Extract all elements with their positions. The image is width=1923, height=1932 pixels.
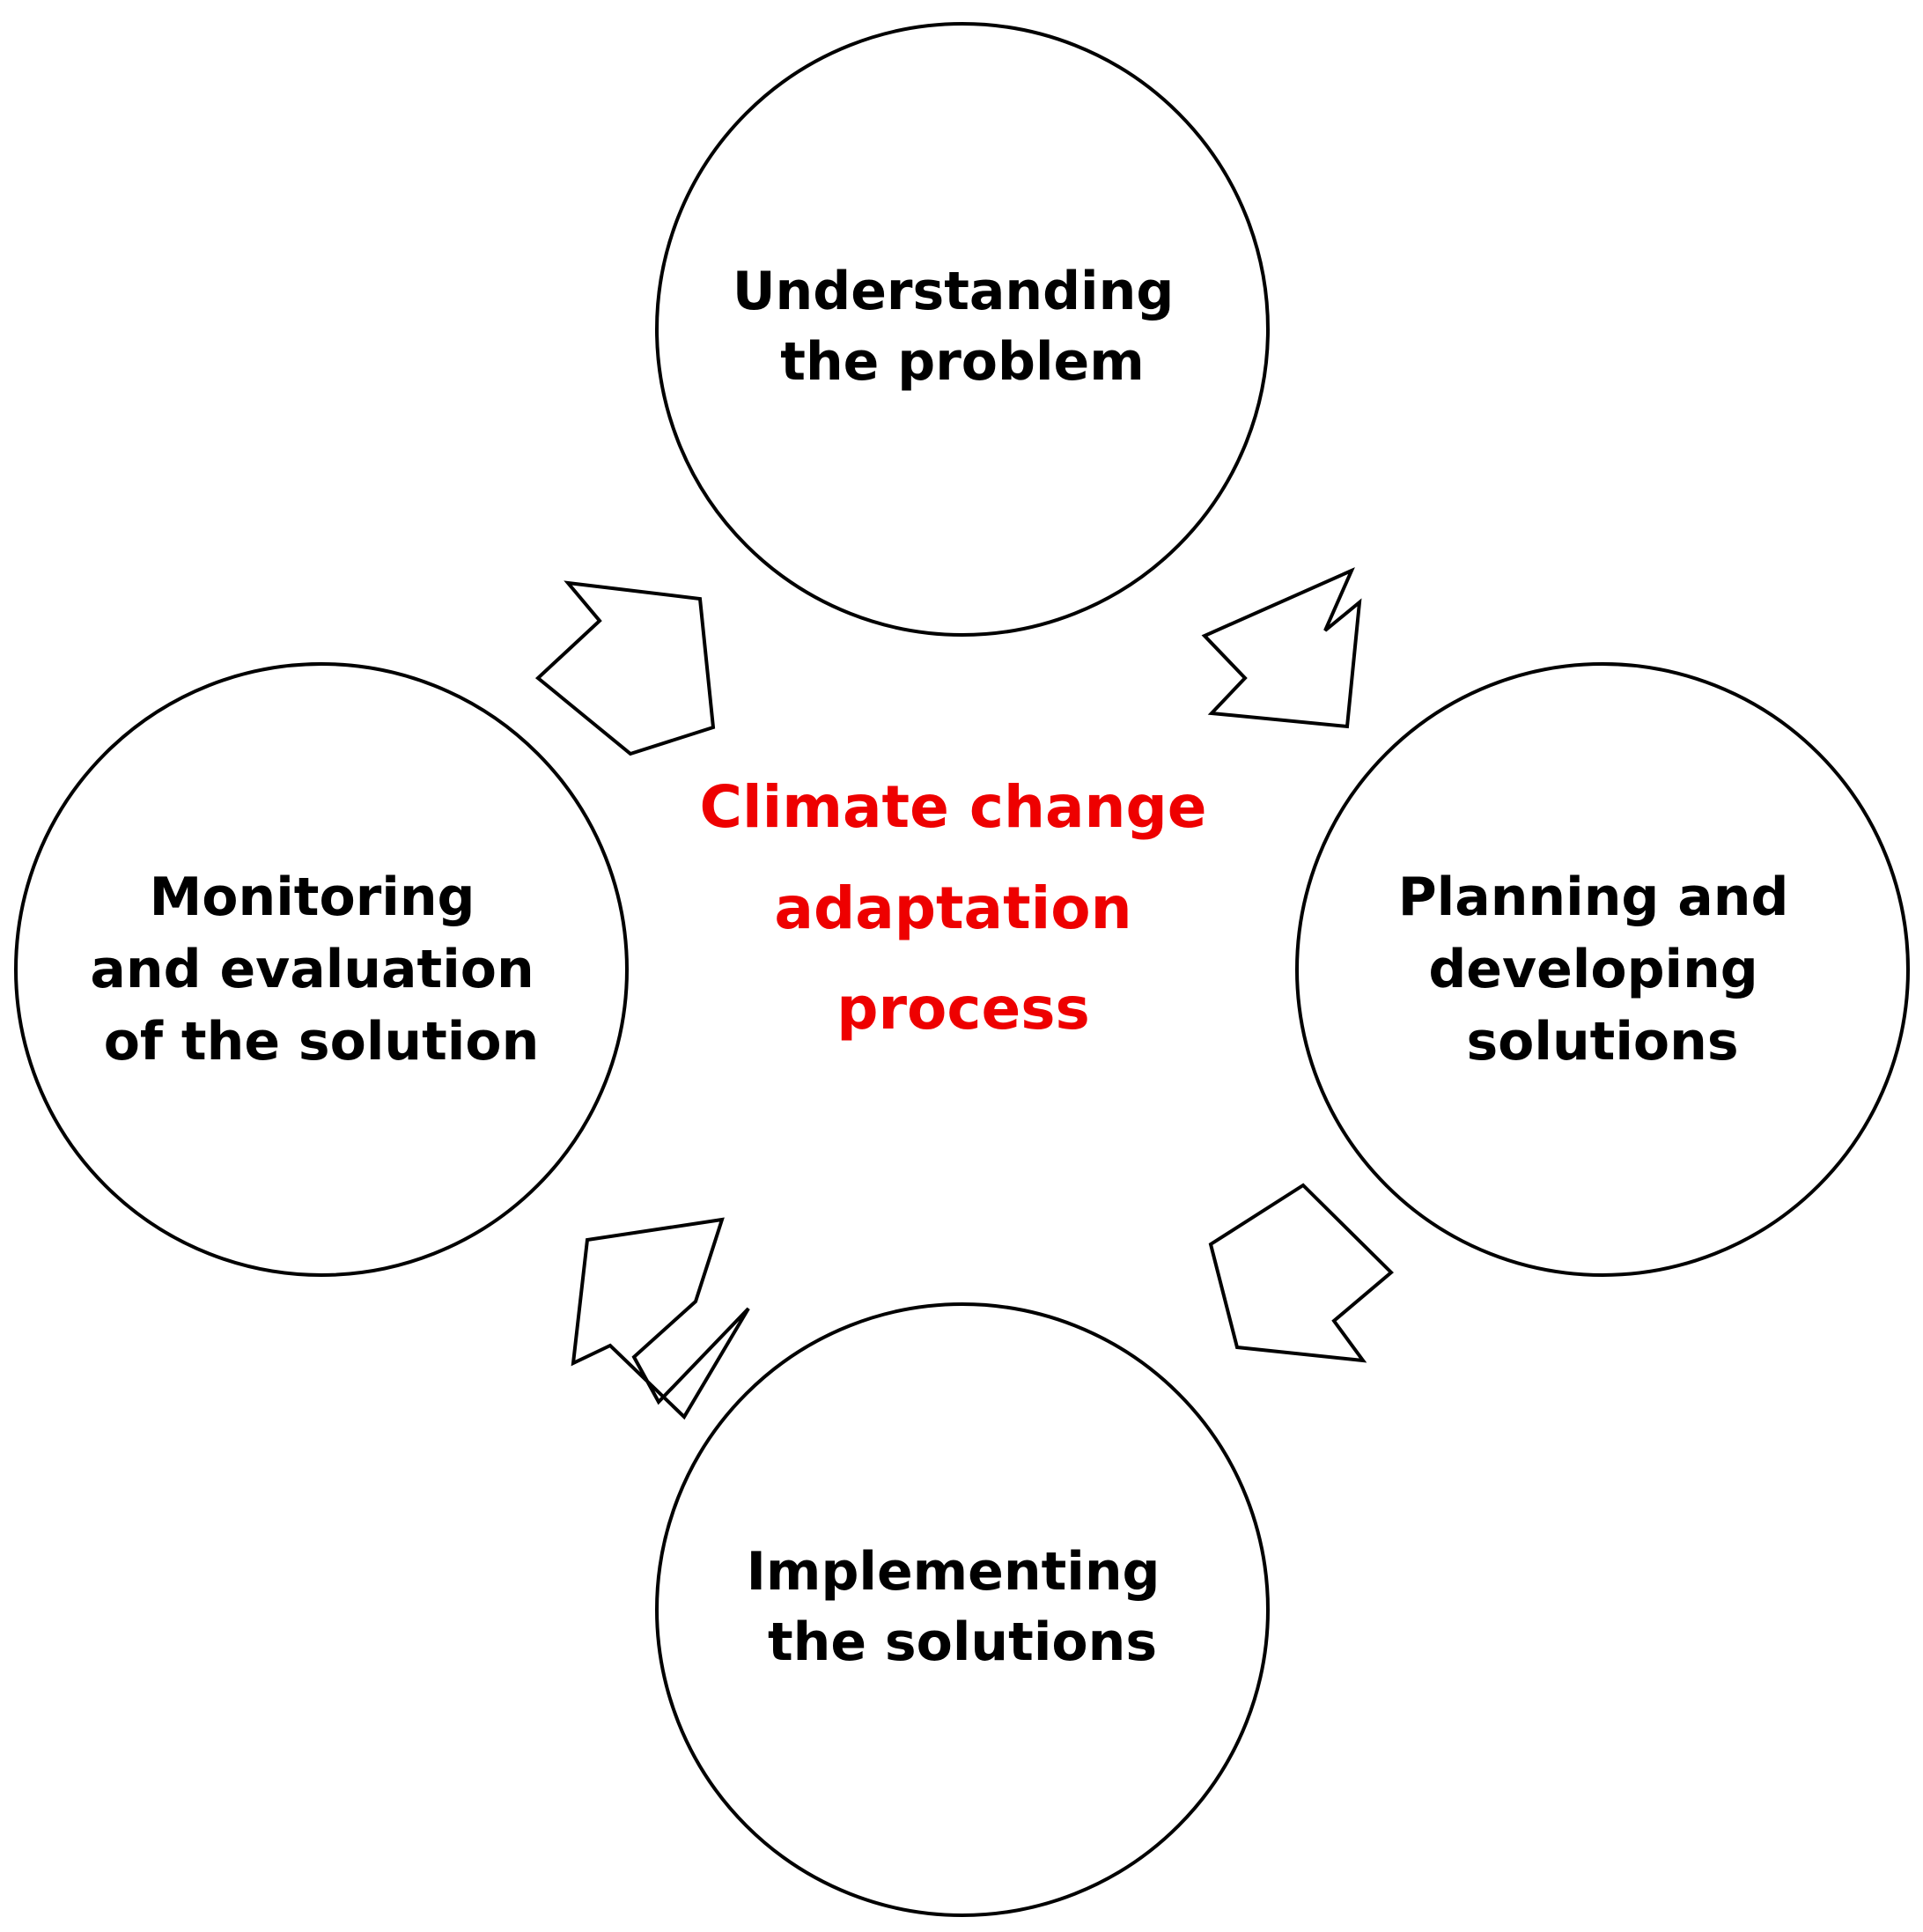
cycle-arrows	[534, 567, 1394, 1420]
stage-label-line: and evaluation	[90, 939, 534, 1000]
stage-circle	[1295, 662, 1910, 1277]
stage-label-line: developing	[1428, 939, 1757, 1000]
stage-circle	[655, 1302, 1270, 1917]
block-arrow-icon	[1201, 567, 1362, 729]
stage-label-line: the problem	[780, 331, 1144, 393]
block-arrow-icon	[1208, 1183, 1394, 1363]
svg-text:Understanding the proble: Understanding the problem	[733, 261, 1192, 393]
stage-monitoring: Monitoring and evaluation of the solutio…	[14, 662, 629, 1277]
stage-label-line: Understanding	[733, 261, 1174, 322]
stage-label-line: Planning and	[1398, 866, 1789, 928]
block-arrow-icon	[534, 580, 716, 756]
stage-label-line: Monitoring	[150, 866, 475, 928]
center-title: Climate change adaptation process	[700, 773, 1227, 1043]
stage-label-line: the solutions	[768, 1611, 1157, 1673]
svg-text:Monitoring and evaluatio: Monitoring and evaluation of the solutio…	[90, 866, 552, 1073]
svg-text:Implementing the solutio: Implementing the solutions	[747, 1541, 1179, 1673]
stage-implementing: Implementing the solutions	[655, 1302, 1270, 1917]
block-arrow-icon	[571, 1217, 750, 1420]
svg-text:Planning and developing: Planning and developing solutions	[1398, 866, 1808, 1073]
stage-label-line: Implementing	[747, 1541, 1160, 1603]
center-title-line: Climate change	[700, 773, 1207, 841]
stage-circle	[14, 662, 629, 1277]
stage-planning: Planning and developing solutions	[1295, 662, 1910, 1277]
center-title-line: adaptation	[774, 874, 1131, 942]
stage-label-line: solutions	[1466, 1011, 1738, 1073]
stage-label-line: of the solution	[104, 1011, 540, 1073]
center-title-line: process	[836, 975, 1090, 1043]
stage-understanding: Understanding the problem	[655, 22, 1270, 637]
stage-circle	[655, 22, 1270, 637]
